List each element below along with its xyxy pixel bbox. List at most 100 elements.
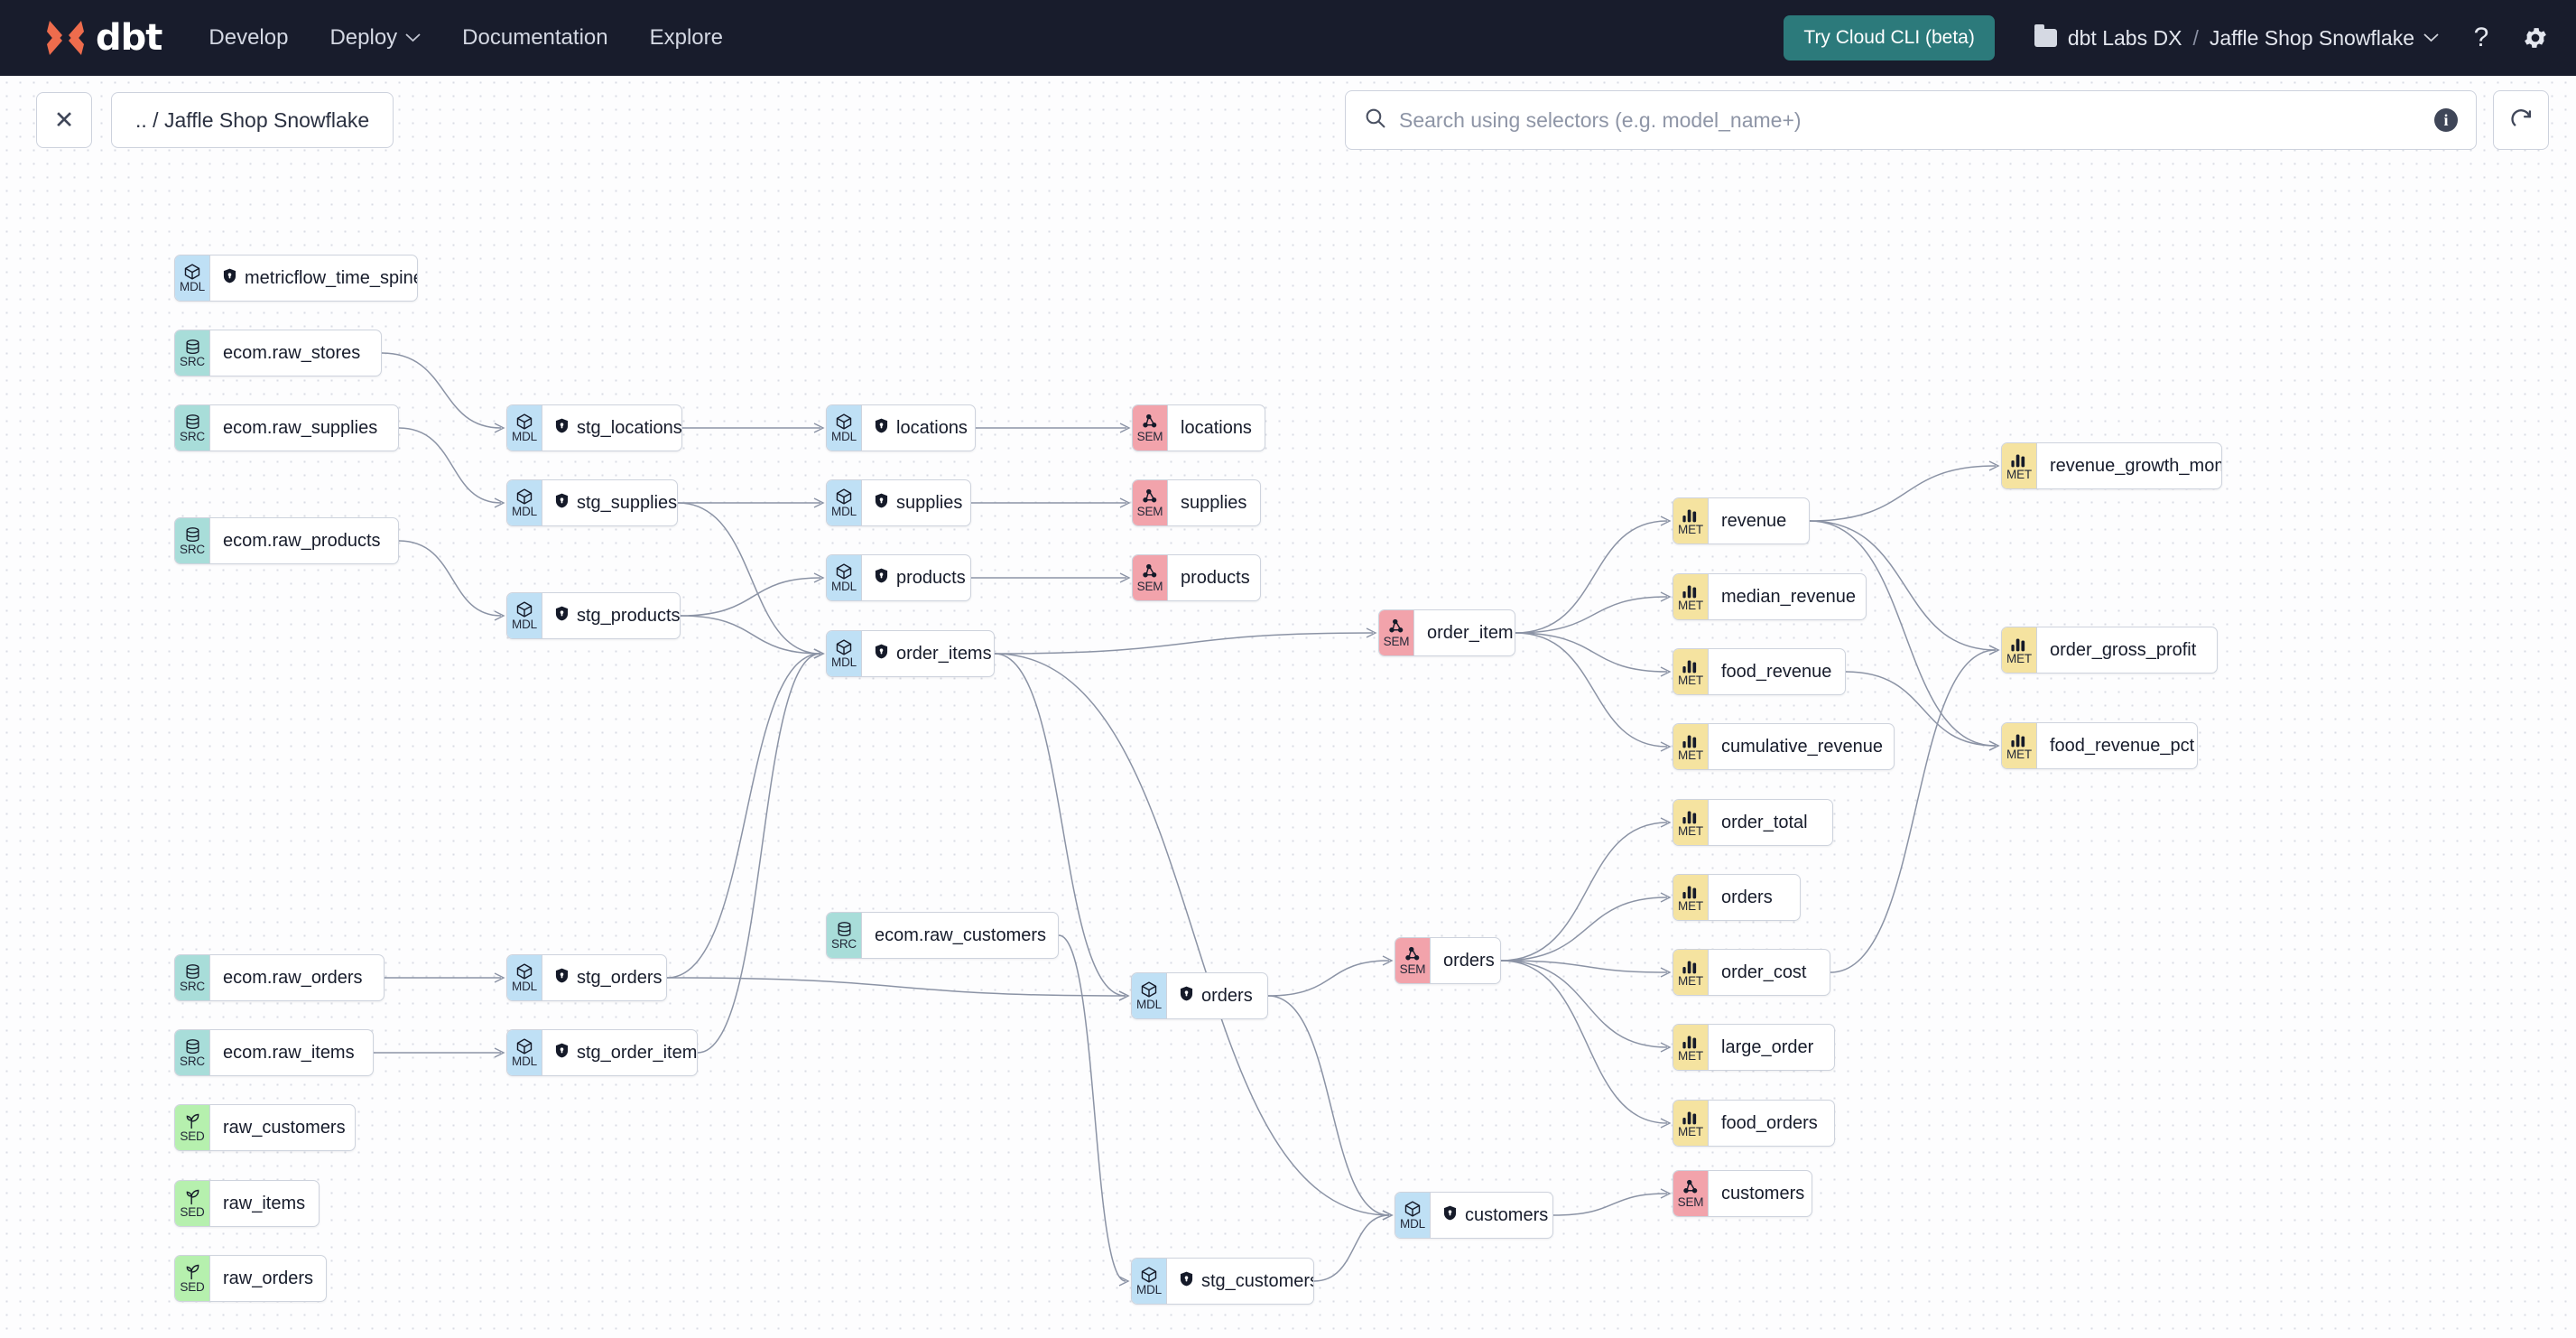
node-label: food_revenue_pct xyxy=(2050,735,2195,756)
sed-icon xyxy=(183,1263,201,1281)
met-icon xyxy=(2010,730,2028,748)
search-input[interactable] xyxy=(1399,107,2422,133)
lineage-node-sem_customers[interactable]: SEM customers xyxy=(1673,1170,1812,1217)
lineage-edges xyxy=(373,352,2000,1287)
lineage-edge-arrow-icon xyxy=(813,572,825,583)
node-body: orders xyxy=(1431,938,1500,983)
node-type-badge-src: SRC xyxy=(175,330,210,376)
public-access-shield-icon xyxy=(555,493,569,513)
node-label: stg_customers xyxy=(1201,1270,1314,1291)
lineage-edge-arrow-icon xyxy=(1660,817,1672,828)
try-cloud-cli-button[interactable]: Try Cloud CLI (beta) xyxy=(1784,15,1995,60)
node-type-label: MET xyxy=(1678,1125,1703,1138)
project-selector[interactable]: Jaffle Shop Snowflake xyxy=(2210,26,2439,51)
node-type-badge-mdl: MDL xyxy=(507,593,542,638)
nav-item-develop[interactable]: Develop xyxy=(208,25,288,51)
node-type-label: SED xyxy=(180,1129,205,1143)
lineage-edge-arrow-icon xyxy=(1660,892,1672,903)
met-icon xyxy=(1682,1108,1700,1126)
lineage-edge xyxy=(994,653,1126,997)
nav-item-documentation[interactable]: Documentation xyxy=(462,25,607,51)
node-type-label: MET xyxy=(1678,599,1703,612)
help-icon[interactable]: ? xyxy=(2473,23,2489,52)
mdl-icon xyxy=(183,263,201,281)
search-bar[interactable]: i xyxy=(1345,90,2477,150)
met-icon xyxy=(1682,1032,1700,1050)
info-icon[interactable]: i xyxy=(2434,108,2458,132)
node-label: customers xyxy=(1465,1204,1549,1225)
lineage-edge xyxy=(1830,649,1997,973)
nav-item-deploy[interactable]: Deploy xyxy=(329,25,421,51)
refresh-button[interactable] xyxy=(2493,90,2549,150)
lineage-edge-arrow-icon xyxy=(494,497,505,508)
breadcrumb-separator: / xyxy=(2192,25,2199,50)
public-access-shield-icon xyxy=(875,644,888,664)
nav-item-explore[interactable]: Explore xyxy=(650,25,723,51)
account-name[interactable]: dbt Labs DX xyxy=(2067,25,2182,50)
node-type-badge-sem: SEM xyxy=(1133,405,1168,451)
dbt-logo[interactable]: dbt xyxy=(45,17,162,59)
node-type-badge-met: MET xyxy=(1673,950,1709,995)
node-type-label: SRC xyxy=(180,430,205,443)
sem-icon xyxy=(1141,488,1159,506)
node-type-badge-mdl: MDL xyxy=(1132,973,1167,1018)
node-type-badge-met: MET xyxy=(1673,1025,1709,1070)
node-type-label: SEM xyxy=(1136,580,1163,593)
breadcrumb[interactable]: .. / Jaffle Shop Snowflake xyxy=(111,92,394,148)
node-type-label: SEM xyxy=(1677,1195,1704,1209)
public-access-shield-icon xyxy=(555,1043,569,1063)
close-button[interactable]: ✕ xyxy=(36,92,92,148)
lineage-edge xyxy=(381,352,502,429)
gear-icon[interactable] xyxy=(2520,23,2551,53)
folder-icon xyxy=(2034,24,2057,47)
lineage-edge-arrow-icon xyxy=(1660,967,1672,978)
lineage-toolbar: ✕ .. / Jaffle Shop Snowflake i xyxy=(0,76,2576,150)
lineage-edge-arrow-icon xyxy=(1382,955,1394,966)
node-body: metricflow_time_spine xyxy=(210,256,417,301)
public-access-shield-icon xyxy=(1180,986,1193,1006)
node-body: ecom.raw_stores xyxy=(210,330,376,376)
node-label: customers xyxy=(1721,1183,1805,1203)
dbt-logo-icon xyxy=(45,18,87,58)
